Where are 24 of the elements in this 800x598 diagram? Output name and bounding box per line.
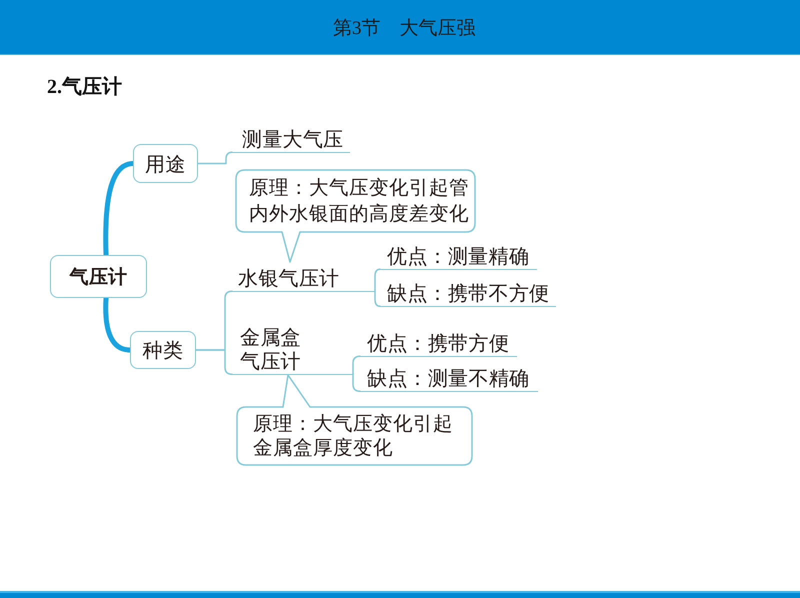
callout-box: 原理：大气压变化引起金属盒厚度变化 [237,407,472,465]
connector-line [374,290,381,307]
callout-box: 原理：大气压变化引起管内外水银面的高度差变化 [236,170,475,232]
connector-line [352,374,361,392]
underlined-label: 优点：测量精确 [380,242,537,270]
underlined-label: 优点：携带方便 [360,329,517,357]
header-title: 第3节 大气压强 [333,17,476,41]
connector-line [374,268,381,292]
connector-line [195,349,233,375]
section-heading: 2.气压计 [47,75,122,100]
underlined-label: 金属盒气压计 [232,326,353,375]
branch-line [103,296,132,352]
underlined-label: 测量大气压 [232,125,350,153]
topic-box: 种类 [130,331,196,369]
topic-box: 用途 [133,144,198,183]
callout-tail [281,231,301,263]
connector-line [352,356,361,375]
central-topic-box: 气压计 [50,255,147,298]
connector-line [197,152,233,164]
underlined-label: 缺点：携带不方便 [380,279,556,307]
callout-tail [282,374,311,408]
underlined-label: 缺点：测量不精确 [360,364,538,392]
underlined-label: 水银气压计 [232,262,375,292]
branch-line [103,161,136,258]
